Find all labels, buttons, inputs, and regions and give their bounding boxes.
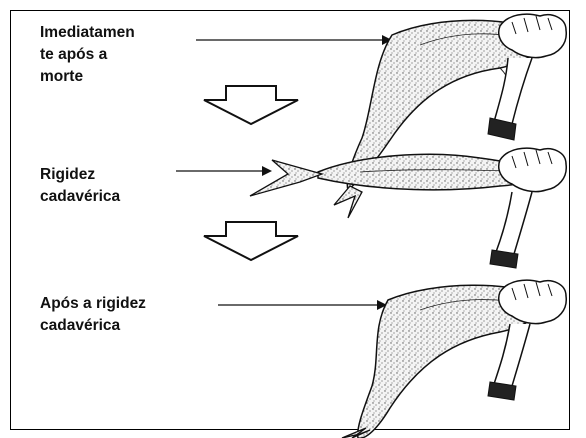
down-arrow-icon	[204, 86, 298, 124]
hand-icon	[490, 148, 566, 268]
down-arrow-icon	[204, 222, 298, 260]
hand-icon	[488, 14, 566, 140]
hand-icon	[488, 280, 566, 400]
